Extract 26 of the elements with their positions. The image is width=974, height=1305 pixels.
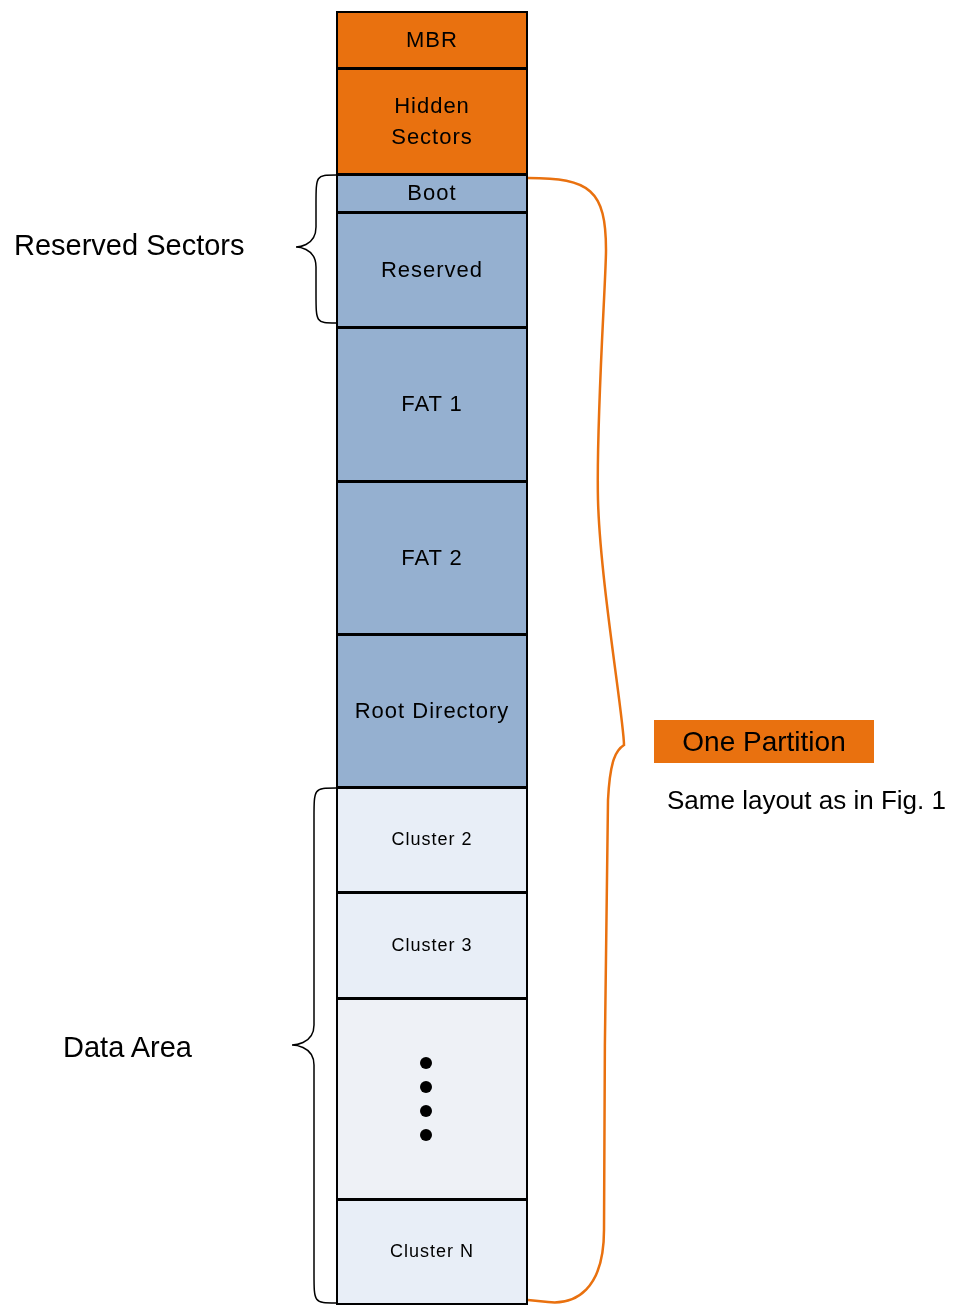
block-label: Hidden Sectors (390, 91, 474, 151)
block-label: FAT 2 (401, 543, 463, 572)
block-label: Cluster N (390, 1240, 474, 1264)
block-label: MBR (406, 25, 458, 54)
note-text: Same layout as in Fig. 1 (667, 785, 946, 816)
block-label: FAT 1 (401, 390, 463, 419)
memory-block (336, 892, 528, 999)
section-label: Data Area (63, 1031, 192, 1064)
title-box (654, 720, 874, 763)
block-label: Root Directory (354, 696, 510, 725)
memory-block (336, 787, 528, 893)
block-label: Cluster 3 (391, 933, 473, 957)
section-label: Reserved Sectors (14, 229, 245, 262)
blank-block (336, 998, 528, 1200)
memory-block (336, 327, 528, 482)
memory-block (336, 174, 528, 213)
block-label: Cluster 2 (391, 828, 473, 852)
block-label: Boot (407, 179, 457, 208)
memory-block (336, 212, 528, 328)
memory-block (336, 68, 528, 175)
memory-block (336, 634, 528, 788)
block-label: Reserved (380, 255, 484, 284)
memory-block (336, 11, 528, 69)
memory-block (336, 1199, 528, 1305)
block-label: One Partition (682, 724, 846, 759)
memory-block (336, 481, 528, 635)
